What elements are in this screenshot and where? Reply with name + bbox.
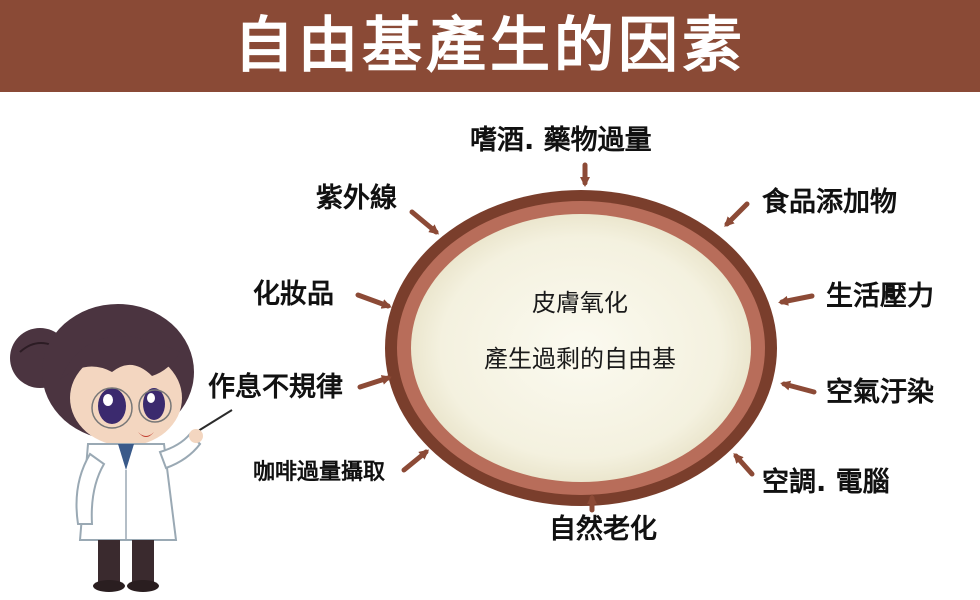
factor-coffee: 咖啡過量攝取 — [253, 460, 386, 485]
arrow-coffee — [401, 449, 430, 473]
factor-cosmetics: 化妝品 — [253, 279, 334, 310]
factor-uv: 紫外線 — [316, 183, 397, 214]
center-text-line1: 皮膚氧化 — [532, 289, 628, 317]
arrow-cosmetics — [355, 292, 392, 309]
title-banner: 自由基產生的因素 — [0, 0, 980, 92]
factor-ac-computer: 空調. 電腦 — [762, 467, 890, 498]
arrow-ac-computer — [733, 453, 755, 477]
factor-stress: 生活壓力 — [826, 281, 934, 312]
factor-irregular: 作息不規律 — [208, 372, 343, 403]
arrow-pollution — [780, 380, 817, 395]
factor-alcohol-drugs: 嗜酒. 藥物過量 — [470, 125, 652, 156]
factor-aging: 自然老化 — [549, 514, 657, 545]
factor-additives: 食品添加物 — [762, 187, 897, 218]
scientist-illustration — [10, 304, 233, 592]
arrow-stress — [778, 293, 815, 306]
cell-core — [411, 214, 751, 482]
page-title: 自由基產生的因素 — [234, 11, 746, 81]
arrow-irregular — [357, 375, 392, 390]
center-text-line2: 產生過剩的自由基 — [484, 345, 676, 373]
factor-pollution: 空氣汙染 — [826, 377, 934, 408]
arrow-uv — [409, 209, 440, 235]
arrow-additives — [724, 201, 750, 227]
